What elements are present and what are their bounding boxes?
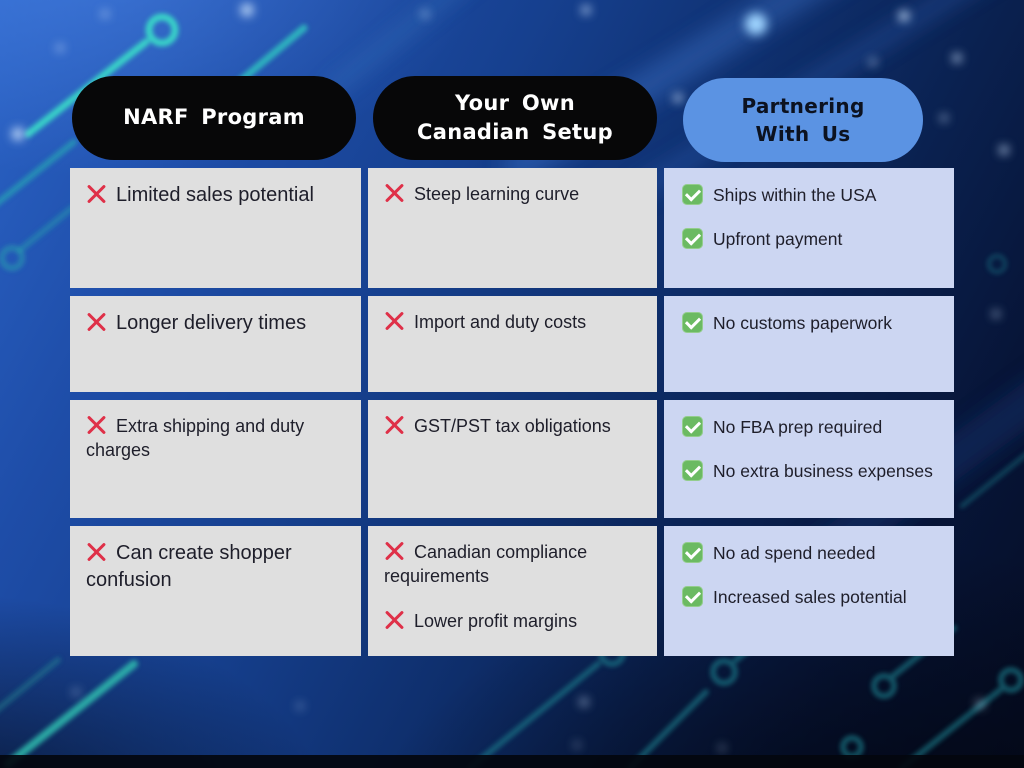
cell-text: Canadian compliance requirements [384, 542, 588, 587]
list-item: No FBA prep required [682, 416, 938, 440]
list-item: Can create shopper confusion [86, 540, 345, 594]
cell-text: Longer delivery times [116, 312, 307, 334]
table-cell: No ad spend needed Increased sales poten… [664, 526, 954, 656]
column-header-partnering-with-us: Partnering With Us [683, 78, 923, 162]
red-cross-icon [86, 542, 107, 562]
column-header-narf-program: NARF Program [72, 76, 356, 160]
cell-text: Ships within the USA [713, 185, 877, 205]
list-item: Extra shipping and duty charges [86, 414, 345, 463]
cell-text: GST/PST tax obligations [414, 416, 611, 436]
list-item: No customs paperwork [682, 312, 938, 336]
red-cross-icon [86, 184, 107, 204]
table-cell: Limited sales potential [70, 168, 361, 288]
green-checkbox-icon [682, 585, 703, 607]
cell-text: No extra business expenses [713, 460, 933, 481]
column-header-label: Partnering With Us [741, 94, 865, 146]
table-cell: Steep learning curve [368, 168, 657, 288]
cell-text: Limited sales potential [116, 184, 314, 206]
comparison-table: Limited sales potential Steep learning c… [70, 168, 954, 656]
cell-text: No ad spend needed [713, 543, 876, 563]
list-item: Lower profit margins [384, 609, 641, 633]
bottom-dark-band [0, 755, 1024, 768]
cell-text: Increased sales potential [713, 586, 907, 607]
table-cell: Longer delivery times [70, 296, 361, 392]
cell-text: Can create shopper confusion [86, 542, 292, 591]
table-cell: Canadian compliance requirements Lower p… [368, 526, 657, 656]
list-item: Steep learning curve [384, 182, 641, 206]
list-item: Longer delivery times [86, 310, 345, 337]
column-header-label: Your Own Canadian Setup [417, 90, 613, 144]
green-checkbox-icon [682, 227, 703, 249]
column-header-own-canadian-setup: Your Own Canadian Setup [373, 76, 657, 160]
cell-text: Import and duty costs [414, 312, 587, 332]
list-item: No ad spend needed [682, 542, 938, 566]
list-item: Limited sales potential [86, 182, 345, 209]
cell-text: No customs paperwork [713, 313, 892, 333]
table-cell: Import and duty costs [368, 296, 657, 392]
cell-text: Steep learning curve [414, 184, 580, 204]
red-cross-icon [86, 415, 107, 435]
column-header-label: NARF Program [123, 105, 305, 130]
table-cell: Can create shopper confusion [70, 526, 361, 656]
cell-text: No FBA prep required [713, 417, 883, 437]
list-item: Ships within the USA [682, 184, 938, 208]
green-checkbox-icon [682, 459, 703, 481]
list-item: Increased sales potential [682, 585, 938, 610]
table-cell: No customs paperwork [664, 296, 954, 392]
green-checkbox-icon [682, 312, 703, 333]
green-checkbox-icon [682, 542, 703, 563]
cell-text: Lower profit margins [414, 610, 578, 631]
list-item: No extra business expenses [682, 459, 938, 484]
list-item: Upfront payment [682, 227, 938, 252]
red-cross-icon [384, 541, 405, 561]
red-cross-icon [384, 415, 405, 435]
red-cross-icon [384, 183, 405, 203]
green-checkbox-icon [682, 416, 703, 437]
table-cell: GST/PST tax obligations [368, 400, 657, 518]
table-cell: Ships within the USA Upfront payment [664, 168, 954, 288]
cell-text: Extra shipping and duty charges [86, 416, 305, 461]
list-item: Import and duty costs [384, 310, 641, 334]
red-cross-icon [384, 311, 405, 331]
red-cross-icon [86, 312, 107, 332]
table-cell: Extra shipping and duty charges [70, 400, 361, 518]
table-cell: No FBA prep required No extra business e… [664, 400, 954, 518]
red-cross-icon [384, 610, 405, 630]
list-item: GST/PST tax obligations [384, 414, 641, 438]
cell-text: Upfront payment [713, 228, 843, 249]
green-checkbox-icon [682, 184, 703, 205]
list-item: Canadian compliance requirements [384, 540, 641, 589]
